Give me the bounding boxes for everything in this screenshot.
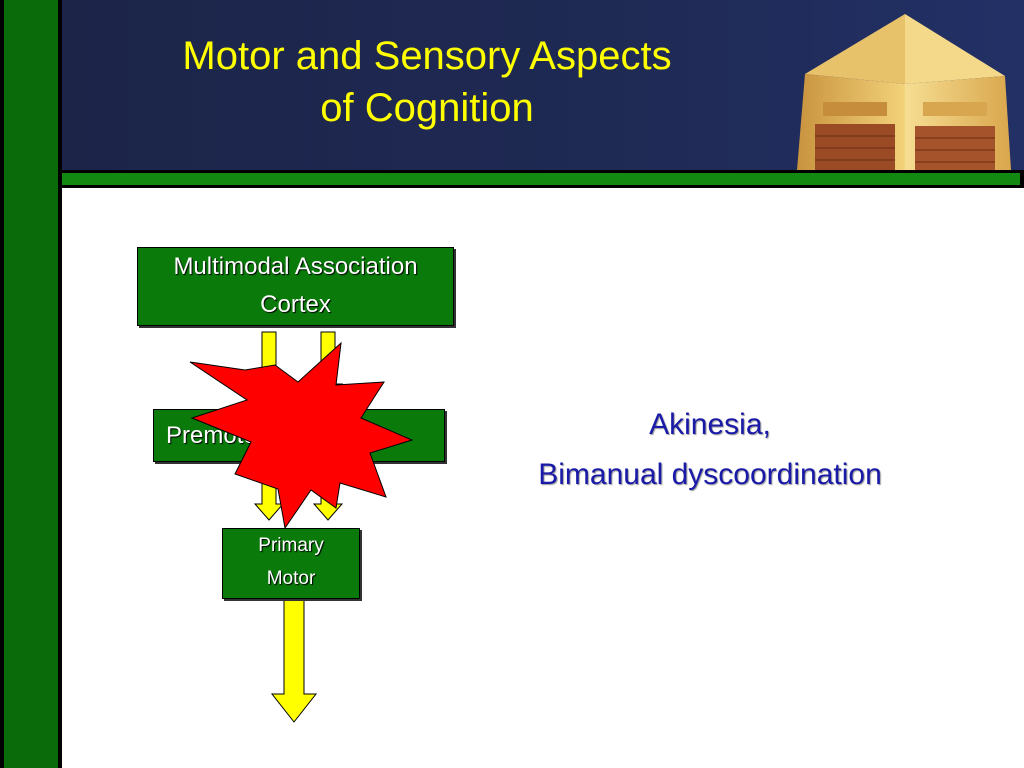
arrow-premotor-to-primary-right: [312, 459, 344, 521]
arrow-assoc-to-premotor-right: [312, 331, 344, 399]
tower-image: [797, 14, 1011, 170]
premotor-sma-box: Premotor / SMA: [153, 409, 445, 462]
arrow-assoc-to-premotor-left: [253, 331, 285, 399]
effect-akinesia: Akinesia,: [649, 408, 771, 441]
association-cortex-line-2: Cortex: [260, 291, 331, 318]
effect-bimanual-dyscoordination: Bimanual dyscoordination: [538, 458, 882, 491]
clinical-effects: Akinesia, Bimanual dyscoordination: [500, 400, 920, 500]
title-line-1: Motor and Sensory Aspects: [182, 34, 672, 78]
association-cortex-line-1: Multimodal Association: [173, 253, 418, 280]
association-cortex-box: Multimodal Association Cortex: [137, 247, 454, 326]
arrow-premotor-to-primary-left: [253, 459, 285, 521]
primary-motor-line-1: Primary: [258, 535, 324, 556]
arrow-primary-output: [270, 596, 318, 723]
premotor-sma-label: Premotor / SMA: [166, 422, 337, 449]
primary-motor-line-2: Motor: [266, 568, 316, 589]
header-divider-green: [62, 173, 1020, 185]
left-sidebar-bar: [0, 0, 62, 768]
slide-title: Motor and Sensory Aspects of Cognition: [62, 30, 792, 134]
primary-motor-box: Primary Motor: [222, 528, 360, 599]
title-line-2: of Cognition: [320, 86, 534, 130]
left-edge-line: [0, 0, 4, 768]
